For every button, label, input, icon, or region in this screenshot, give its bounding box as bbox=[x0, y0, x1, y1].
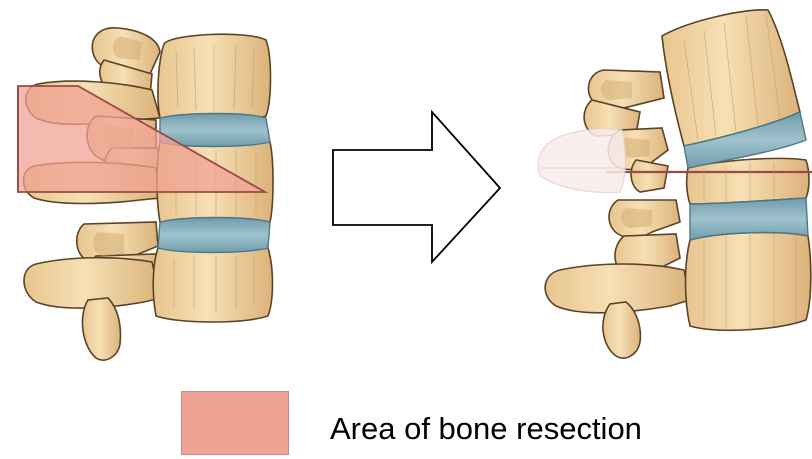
after-resection-panel bbox=[538, 10, 812, 358]
before-resection-panel bbox=[18, 28, 273, 360]
posterior-elements-left bbox=[24, 28, 161, 360]
posterior-elements-right bbox=[545, 70, 690, 358]
resection-legend-swatch bbox=[181, 391, 289, 455]
resected-bone-ghost bbox=[538, 129, 625, 193]
resection-legend-label: Area of bone resection bbox=[330, 410, 642, 448]
transition-arrow bbox=[333, 112, 500, 262]
